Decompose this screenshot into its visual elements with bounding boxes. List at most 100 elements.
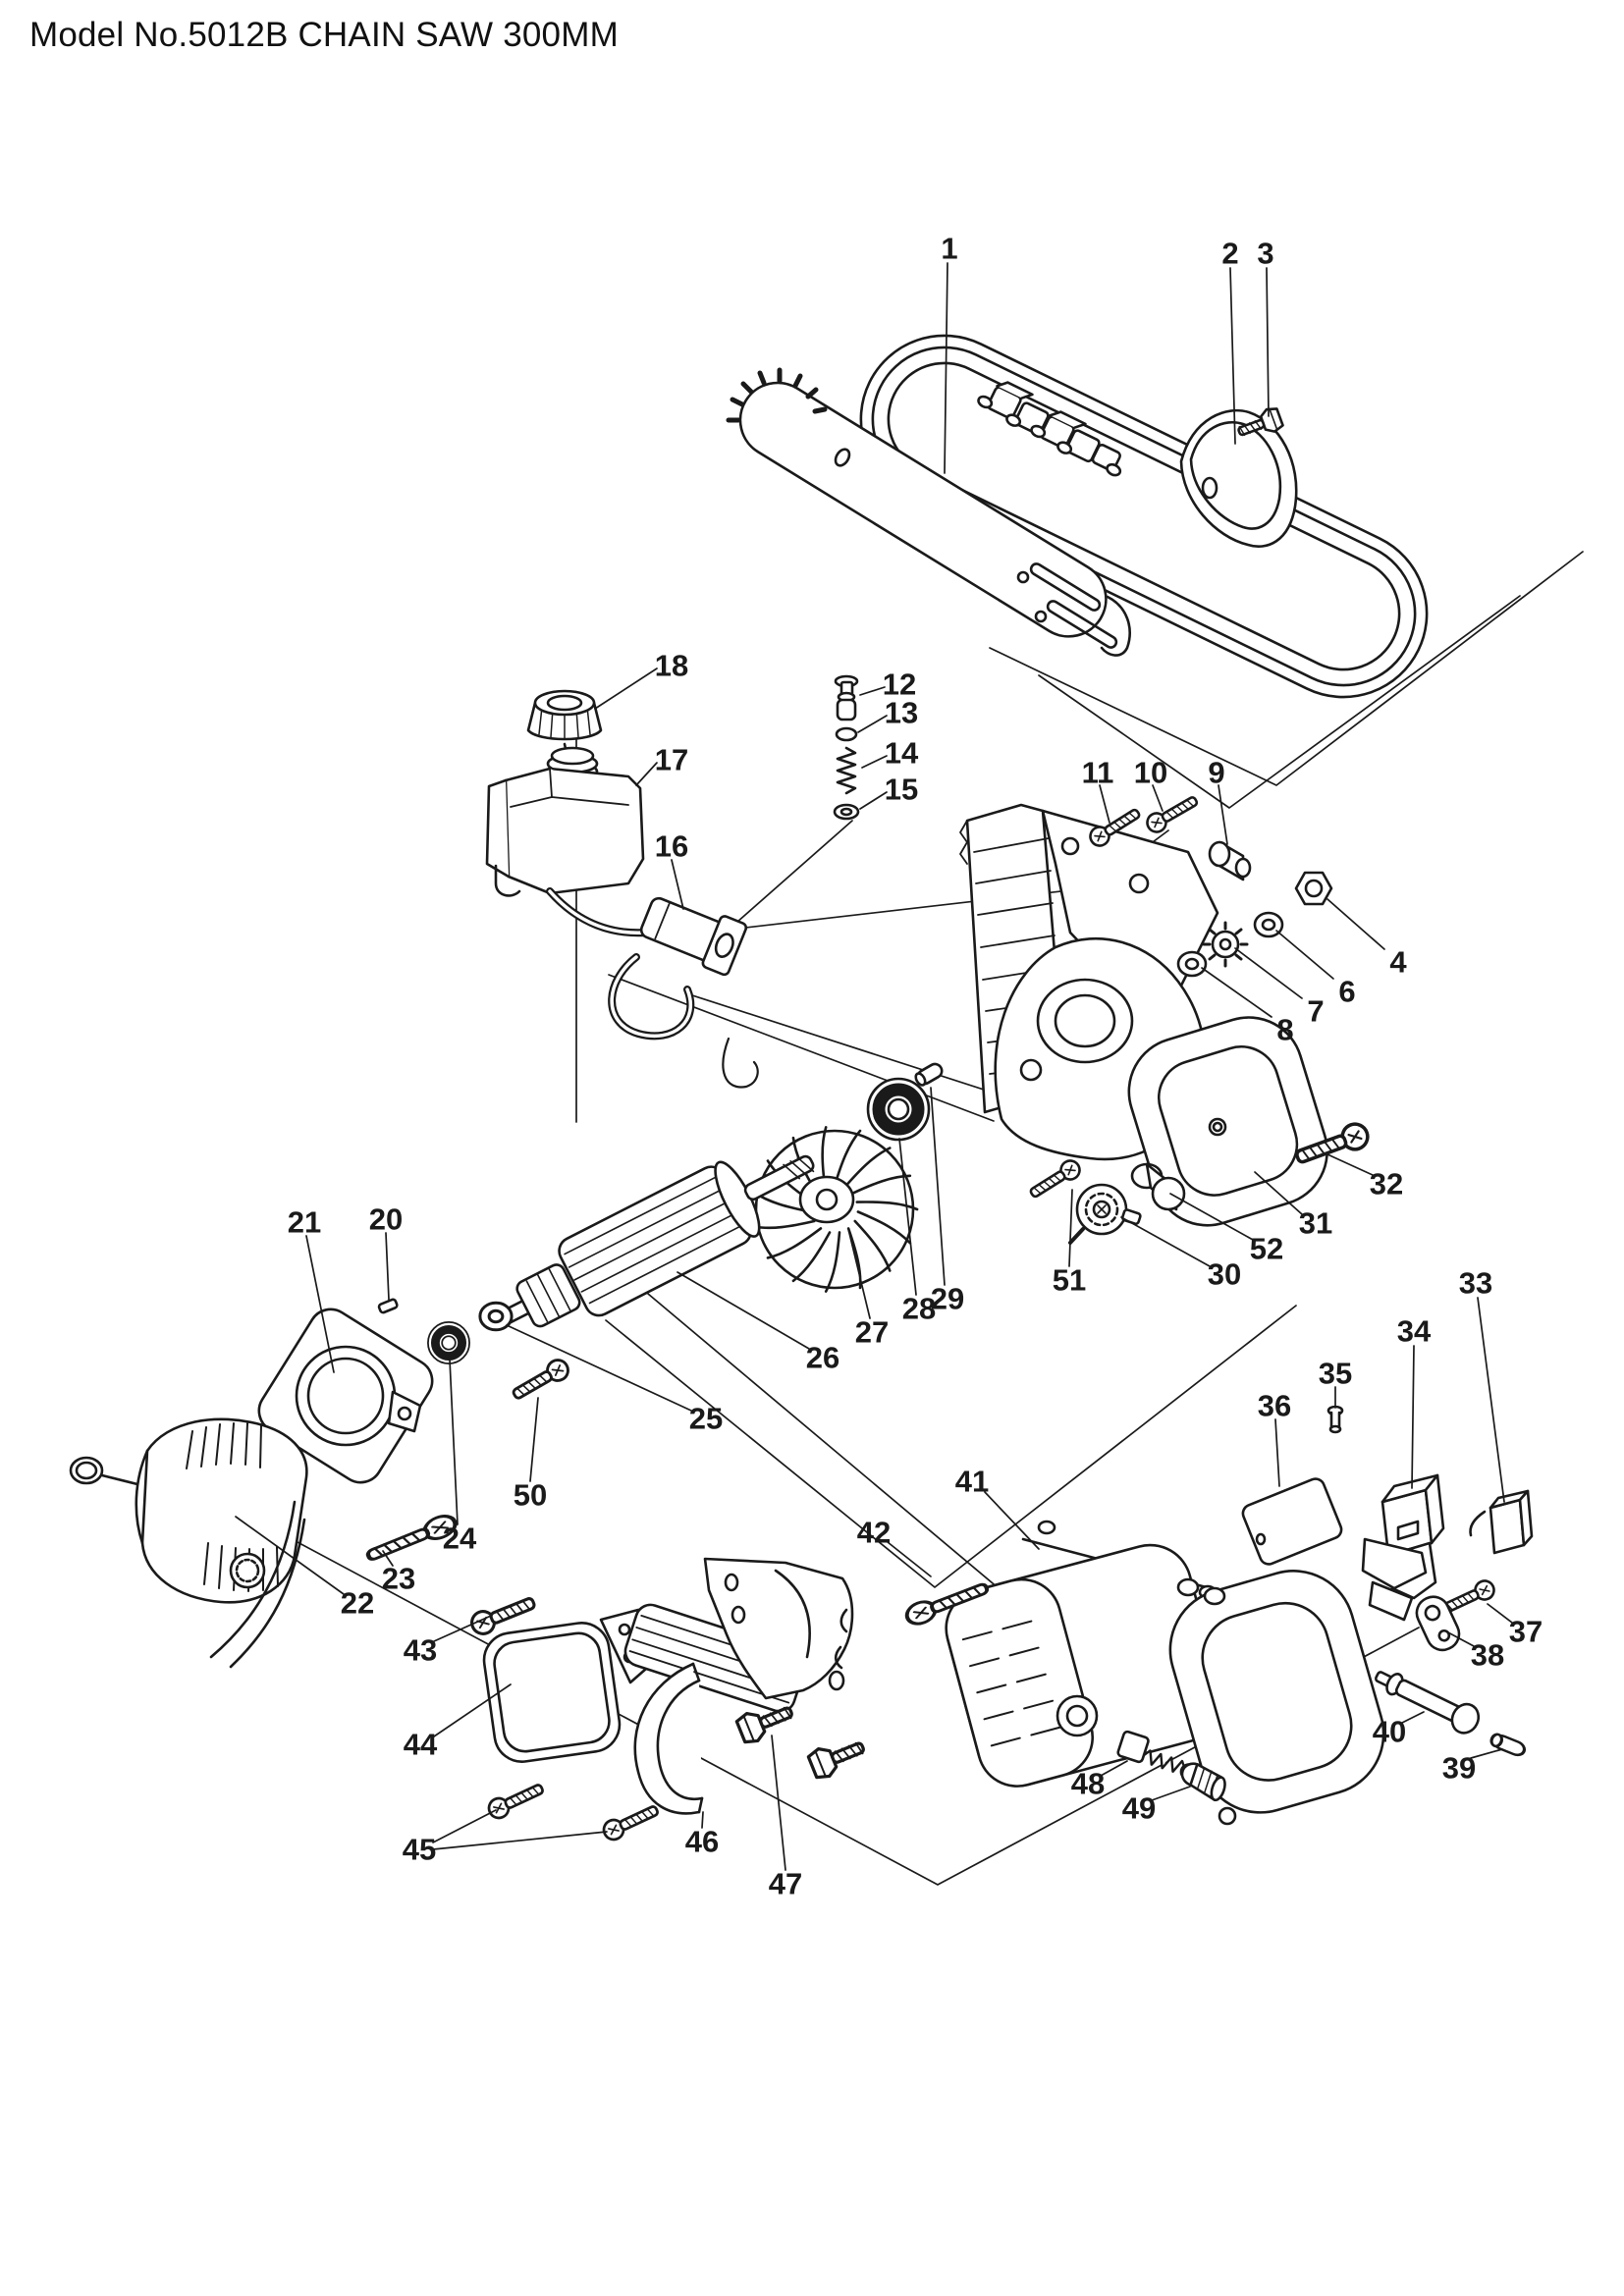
leader-line-36	[1274, 1418, 1280, 1487]
leader-line-15	[859, 791, 888, 810]
leader-line-42	[887, 1541, 932, 1577]
leader-line-10	[1152, 784, 1164, 812]
oil-pickup-clamp	[639, 896, 748, 977]
leader-line-52	[1169, 1193, 1254, 1241]
leader-line-23	[382, 1550, 394, 1567]
leader-line-11	[1099, 784, 1110, 824]
leader-line-48	[1100, 1760, 1128, 1777]
leader-line-2	[1229, 267, 1236, 445]
part-label-13: 13	[885, 696, 918, 730]
part-label-6: 6	[1338, 975, 1355, 1009]
armature	[487, 1154, 815, 1331]
part-label-18: 18	[655, 649, 688, 683]
lead-grommet-ring	[69, 1456, 139, 1486]
part-label-44: 44	[404, 1728, 438, 1762]
construction-line	[608, 974, 995, 1122]
construction-line	[1038, 595, 1521, 809]
leader-line-38	[1445, 1630, 1475, 1647]
oil-tube	[546, 887, 759, 1089]
leader-line-12	[859, 686, 886, 696]
part-label-17: 17	[655, 743, 688, 777]
part-label-1: 1	[941, 232, 957, 266]
part-label-21: 21	[288, 1205, 321, 1240]
leader-line-32	[1326, 1153, 1374, 1176]
valve-washer	[833, 803, 860, 821]
part-label-11: 11	[1082, 756, 1114, 790]
part-label-42: 42	[857, 1516, 891, 1550]
part-label-38: 38	[1471, 1638, 1504, 1673]
part-label-43: 43	[404, 1633, 437, 1668]
leader-lines	[235, 262, 1513, 1871]
pin-39	[1488, 1731, 1529, 1759]
part-label-36: 36	[1258, 1389, 1291, 1423]
part-label-24: 24	[443, 1522, 477, 1556]
part-label-23: 23	[382, 1562, 415, 1596]
ball-bearing-28	[868, 1079, 929, 1140]
leader-line-21	[305, 1235, 335, 1373]
leader-line-34	[1411, 1345, 1415, 1489]
leader-line-27	[847, 1228, 871, 1319]
part-label-39: 39	[1442, 1751, 1476, 1786]
bar-nose-teeth	[726, 367, 828, 423]
saw-chain	[859, 334, 1429, 699]
hand-guard	[482, 1608, 648, 1763]
screw-10	[1142, 790, 1202, 837]
part-label-8: 8	[1276, 1013, 1293, 1047]
part-label-25: 25	[689, 1402, 723, 1436]
leader-line-7	[1234, 947, 1303, 999]
screw-50	[508, 1355, 573, 1406]
part-label-4: 4	[1389, 945, 1407, 980]
leader-line-22	[235, 1516, 345, 1595]
part-label-49: 49	[1122, 1791, 1156, 1826]
ball-bearing-24	[428, 1322, 469, 1363]
leader-line-16	[671, 859, 684, 910]
leader-line-24	[449, 1359, 459, 1525]
brush-cap-49	[1180, 1762, 1226, 1802]
part-label-20: 20	[369, 1202, 403, 1237]
front-handle	[623, 1557, 854, 1815]
leader-line-44	[433, 1683, 512, 1737]
cooling-fan	[752, 1126, 919, 1293]
motor-housing	[945, 1520, 1223, 1788]
leader-line-18	[594, 667, 658, 710]
valve-ring	[835, 726, 858, 742]
washer-8	[1176, 950, 1208, 978]
part-label-31: 31	[1299, 1206, 1332, 1241]
field-stator	[69, 1417, 308, 1669]
part-label-50: 50	[514, 1478, 547, 1513]
construction-line	[605, 1305, 1297, 1588]
leader-line-14	[861, 755, 888, 769]
leader-line-3	[1266, 267, 1270, 417]
leader-line-49	[1151, 1786, 1191, 1801]
leader-line-46	[701, 1811, 704, 1829]
part-label-2: 2	[1221, 237, 1238, 271]
screw-51	[1025, 1155, 1085, 1203]
rear-handle	[1168, 1537, 1428, 1826]
leader-line-30	[1120, 1216, 1211, 1267]
part-label-47: 47	[769, 1867, 802, 1901]
part-label-3: 3	[1257, 237, 1273, 271]
leader-line-31	[1254, 1171, 1303, 1215]
leader-line-20	[385, 1232, 390, 1301]
switch	[1380, 1473, 1445, 1600]
part-label-10: 10	[1134, 756, 1167, 790]
leader-line-29	[930, 1087, 946, 1286]
leader-line-33	[1477, 1297, 1505, 1503]
crankcase-housing	[959, 803, 1328, 1227]
part-label-48: 48	[1071, 1767, 1105, 1801]
screw-45a	[484, 1778, 548, 1823]
leader-line-43	[433, 1615, 492, 1642]
name-plate	[1241, 1477, 1343, 1566]
oil-tank	[485, 746, 645, 897]
construction-line	[728, 820, 853, 931]
leader-line-39	[1470, 1748, 1503, 1759]
hex-nut-4	[1294, 871, 1333, 906]
leader-line-4	[1326, 898, 1385, 950]
leader-line-47	[771, 1735, 786, 1871]
leader-line-40	[1401, 1711, 1425, 1724]
part-label-30: 30	[1208, 1257, 1241, 1292]
leader-line-26	[677, 1271, 810, 1350]
part-label-35: 35	[1319, 1357, 1352, 1391]
part-label-37: 37	[1509, 1615, 1543, 1649]
leader-line-51	[1068, 1189, 1073, 1267]
